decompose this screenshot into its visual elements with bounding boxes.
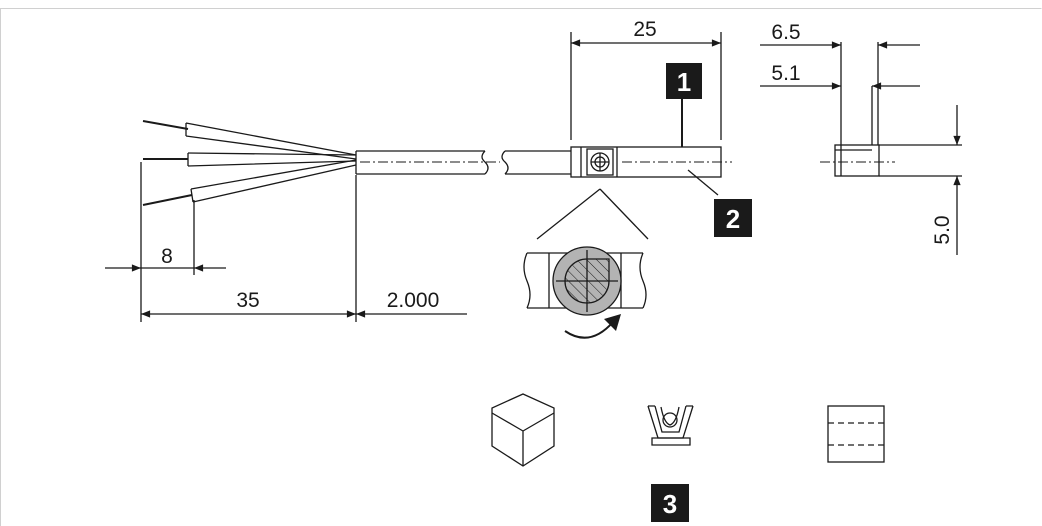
slot-block-icon bbox=[827, 405, 885, 463]
end-view bbox=[820, 42, 962, 177]
wire-lead-bottom bbox=[142, 159, 357, 206]
wire-lead-middle bbox=[143, 152, 357, 167]
cube-icon bbox=[491, 393, 555, 467]
mounting-clip-icon bbox=[647, 405, 694, 446]
cable-side-view bbox=[142, 120, 571, 206]
screw-detail-view bbox=[523, 246, 647, 339]
dim-height: 5.0 bbox=[931, 215, 954, 244]
sensor-housing bbox=[570, 146, 732, 178]
cable-sheath-right bbox=[505, 150, 571, 175]
cable-break-right bbox=[501, 150, 509, 175]
page-frame bbox=[0, 8, 1042, 526]
svg-text:3: 3 bbox=[663, 489, 677, 519]
dim-width-outer: 6.5 bbox=[771, 21, 800, 44]
dim-width-inner: 5.1 bbox=[771, 62, 800, 85]
callout-tag-2: 2 bbox=[714, 199, 752, 237]
dim-cable-length: 2.000 bbox=[387, 289, 440, 312]
dim-housing-length: 25 bbox=[633, 18, 656, 41]
callout-tag-1: 1 bbox=[666, 63, 702, 99]
cable-break-left bbox=[481, 150, 489, 175]
dimension-lines bbox=[105, 32, 961, 322]
cable-sheath bbox=[355, 150, 485, 175]
detail-leader-lines bbox=[536, 188, 649, 240]
dim-wire-length: 35 bbox=[236, 289, 259, 312]
svg-text:2: 2 bbox=[726, 204, 740, 234]
wire-lead-top bbox=[142, 120, 357, 160]
svg-text:1: 1 bbox=[677, 67, 691, 97]
callout-tag-3: 3 bbox=[651, 484, 689, 522]
rotation-arrow bbox=[564, 321, 614, 339]
dim-strip-length: 8 bbox=[161, 245, 173, 268]
